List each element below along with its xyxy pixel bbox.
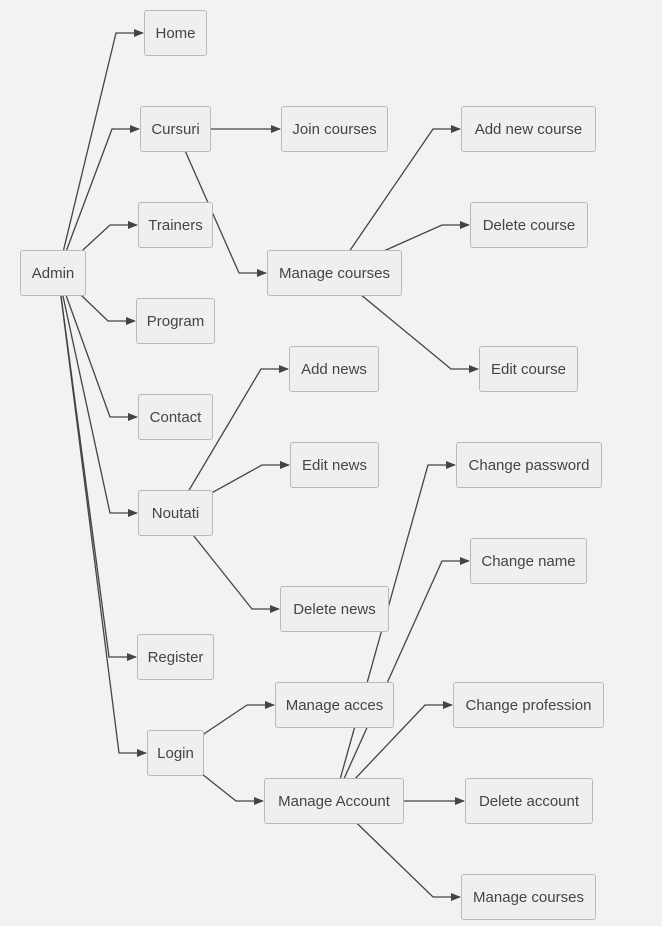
node-delete-course[interactable]: Delete course <box>470 202 588 248</box>
node-noutati-label: Noutati <box>151 504 200 522</box>
node-home[interactable]: Home <box>144 10 207 56</box>
node-program[interactable]: Program <box>136 298 215 344</box>
node-delete-news[interactable]: Delete news <box>280 586 389 632</box>
edge-admin-to-register <box>57 272 137 661</box>
node-cursuri[interactable]: Cursuri <box>140 106 211 152</box>
node-noutati[interactable]: Noutati <box>138 490 213 536</box>
node-change-name[interactable]: Change name <box>470 538 587 584</box>
node-manage-account-label: Manage Account <box>278 792 390 810</box>
node-join-courses[interactable]: Join courses <box>281 106 388 152</box>
node-program-label: Program <box>146 312 205 330</box>
node-manage-account[interactable]: Manage Account <box>264 778 404 824</box>
node-edit-course-label: Edit course <box>490 360 567 378</box>
node-change-profession-label: Change profession <box>465 696 592 714</box>
node-manage-acces-label: Manage acces <box>285 696 384 714</box>
node-delete-account[interactable]: Delete account <box>465 778 593 824</box>
node-account-manage-courses[interactable]: Manage courses <box>461 874 596 920</box>
node-manage-acces[interactable]: Manage acces <box>275 682 394 728</box>
node-account-manage-courses-label: Manage courses <box>473 888 584 906</box>
node-edit-news-label: Edit news <box>301 456 368 474</box>
node-delete-course-label: Delete course <box>482 216 576 234</box>
node-add-news-label: Add news <box>301 360 367 378</box>
node-trainers[interactable]: Trainers <box>138 202 213 248</box>
node-change-profession[interactable]: Change profession <box>453 682 604 728</box>
node-change-password-label: Change password <box>468 456 590 474</box>
edge-admin-to-login <box>57 272 147 757</box>
node-admin-label: Admin <box>31 264 75 282</box>
node-delete-news-label: Delete news <box>293 600 376 618</box>
node-trainers-label: Trainers <box>148 216 203 234</box>
node-add-new-course[interactable]: Add new course <box>461 106 596 152</box>
node-join-courses-label: Join courses <box>292 120 377 138</box>
node-contact[interactable]: Contact <box>138 394 213 440</box>
node-admin[interactable]: Admin <box>20 250 86 296</box>
node-change-name-label: Change name <box>481 552 576 570</box>
edge-manage-account-to-change-password <box>333 461 456 802</box>
edge-admin-to-noutati <box>57 272 138 517</box>
edge-admin-to-home <box>57 29 144 274</box>
node-manage-courses[interactable]: Manage courses <box>267 250 402 296</box>
node-add-news[interactable]: Add news <box>289 346 379 392</box>
node-contact-label: Contact <box>149 408 202 426</box>
node-register[interactable]: Register <box>137 634 214 680</box>
node-login[interactable]: Login <box>147 730 204 776</box>
node-register-label: Register <box>147 648 204 666</box>
node-home-label: Home <box>155 24 196 42</box>
node-change-password[interactable]: Change password <box>456 442 602 488</box>
node-delete-account-label: Delete account <box>478 792 580 810</box>
node-add-new-course-label: Add new course <box>474 120 583 138</box>
node-edit-news[interactable]: Edit news <box>290 442 379 488</box>
node-edit-course[interactable]: Edit course <box>479 346 578 392</box>
node-manage-courses-label: Manage courses <box>279 264 390 282</box>
node-cursuri-label: Cursuri <box>151 120 200 138</box>
node-login-label: Login <box>157 744 194 762</box>
